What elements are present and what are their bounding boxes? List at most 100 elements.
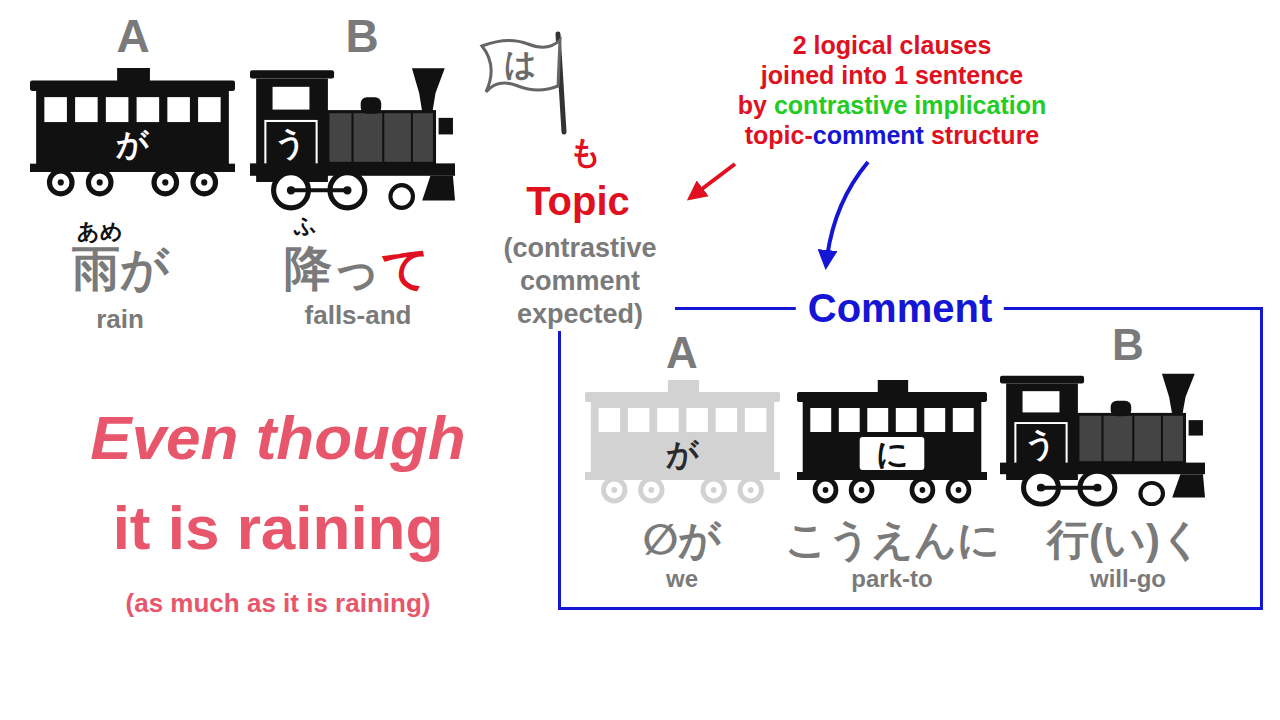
drawing-part [49, 171, 72, 194]
drawing-part [117, 68, 150, 83]
gloss: we [666, 566, 698, 591]
text-part: topic- [745, 121, 813, 149]
drawing-part [604, 479, 625, 501]
drawing-part [748, 487, 754, 493]
drawing-part [1023, 391, 1060, 412]
text-part: joined into 1 sentence [761, 61, 1024, 89]
drawing-part [390, 185, 413, 208]
drawing-part [956, 487, 962, 493]
gloss: park-to [851, 566, 932, 591]
drawing-part [641, 479, 662, 501]
drawing-part [948, 479, 969, 501]
drawing-part [740, 479, 761, 501]
drawing-part [1015, 423, 1066, 465]
particle-letter: が [585, 437, 780, 471]
drawing-part [924, 408, 945, 432]
slot-letter: B [1112, 322, 1144, 368]
topic-flag: は [478, 36, 562, 102]
drawing-part [611, 487, 617, 493]
drawing-part [896, 408, 917, 432]
particle-label: も [569, 136, 602, 170]
drawing-part [1140, 483, 1163, 504]
drawing-part [839, 408, 860, 432]
drawing-part [1132, 414, 1134, 462]
drawing-part [162, 179, 168, 185]
drawing-part [97, 179, 103, 185]
furigana: ふ [294, 214, 317, 237]
drawing-part [1041, 486, 1097, 490]
text-part: 降っ [284, 242, 381, 295]
drawing-part [328, 112, 435, 164]
gloss: rain [96, 306, 144, 333]
drawing-part [422, 176, 455, 201]
drawing-part [703, 479, 724, 501]
drawing-part [411, 112, 413, 164]
drawing-part [878, 380, 908, 394]
locomotive: う [250, 62, 455, 212]
drawing-part [1162, 374, 1195, 415]
drawing-part [58, 179, 64, 185]
slot-letter: A [666, 330, 698, 376]
drawing-part [250, 70, 334, 78]
drawing-part [745, 408, 766, 432]
comment-box: Commentがにう [558, 307, 1263, 610]
drawing-part [657, 408, 678, 432]
annotation-line: 2 logical clauses [793, 32, 992, 58]
japanese-word: 行(い)く [1047, 518, 1203, 562]
drawing-part [439, 118, 453, 135]
drawing-part [273, 87, 310, 110]
drawing-part [711, 487, 717, 493]
text-part: 2 logical clauses [793, 31, 992, 59]
slot-letter: A [116, 12, 149, 60]
translation-note: (as much as it is raining) [126, 590, 431, 617]
drawing-part [1161, 414, 1163, 462]
box-heading: Comment [796, 286, 1004, 330]
japanese-word: ∅が [643, 518, 722, 562]
drawing-part [1101, 414, 1103, 462]
train-car: に [797, 380, 987, 505]
drawing-part [361, 97, 382, 114]
drawing-part [382, 112, 384, 164]
text-part: contrastive implication [774, 91, 1046, 119]
slot-letter: B [345, 12, 378, 60]
particle-letter: に [797, 437, 987, 471]
particle-letter: は [478, 38, 562, 91]
drawing-part [201, 179, 207, 185]
drawing-part [815, 479, 836, 501]
drawing-part [137, 97, 160, 122]
gloss: falls-and [305, 302, 412, 329]
drawing-part [198, 97, 221, 122]
drawing-part [920, 487, 926, 493]
drawing-part [953, 408, 974, 432]
drawing-part [851, 479, 872, 501]
annotation-line: joined into 1 sentence [761, 62, 1024, 88]
drawing-part [351, 112, 353, 164]
callout-arrow [826, 162, 868, 266]
drawing-part [686, 408, 707, 432]
annotation-line: topic-commentstructure [745, 122, 1040, 148]
text-part: て [381, 242, 430, 295]
faded-train-car: が [585, 380, 780, 505]
text-part: by [738, 91, 767, 119]
drawing-part [810, 408, 831, 432]
japanese-word: こうえんに [785, 518, 1000, 562]
drawing-part [1078, 414, 1185, 462]
drawing-part [648, 487, 654, 493]
drawing-part [628, 408, 649, 432]
text-part: structure [931, 121, 1039, 149]
locomotive: う [1000, 368, 1205, 508]
drawing-part [291, 188, 347, 192]
drawing-part [1172, 474, 1205, 497]
drawing-part [88, 171, 111, 194]
drawing-part [859, 487, 865, 493]
drawing-part [193, 171, 216, 194]
drawing-part [154, 171, 177, 194]
gloss: will-go [1090, 566, 1166, 591]
drawing-part [912, 479, 933, 501]
drawing-part [1000, 376, 1084, 384]
drawing-part [106, 97, 129, 122]
drawing-part [265, 121, 316, 167]
drawing-part [716, 408, 737, 432]
japanese-word: 雨が [72, 244, 169, 294]
